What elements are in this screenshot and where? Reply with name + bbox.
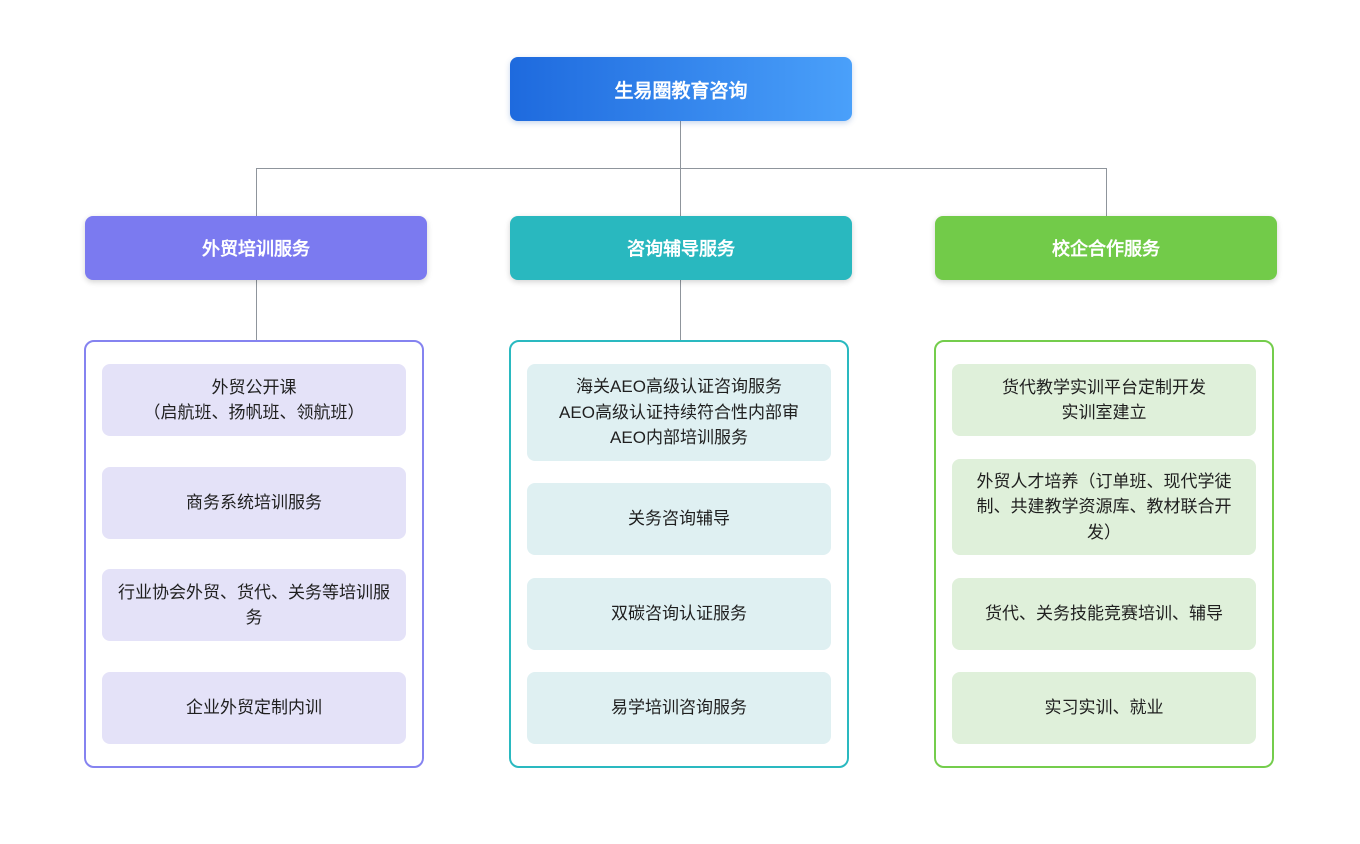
leaf-node-label: 货代、关务技能竞赛培训、辅导: [985, 603, 1223, 623]
branch-container-waimao-peixun: 外贸公开课 （启航班、扬帆班、领航班） 商务系统培训服务 行业协会外贸、货代、关…: [84, 340, 424, 768]
branch-container-zixun-fudao: 海关AEO高级认证咨询服务 AEO高级认证持续符合性内部审 AEO内部培训服务 …: [509, 340, 849, 768]
leaf-node: 外贸人才培养（订单班、现代学徒制、共建教学资源库、教材联合开发）: [952, 458, 1256, 555]
leaf-node: 关务咨询辅导: [527, 483, 831, 555]
leaf-node: 双碳咨询认证服务: [527, 577, 831, 650]
connector-branch-2-stub: [1106, 168, 1107, 216]
leaf-node: 实习实训、就业: [952, 672, 1256, 744]
branch-header-waimao-peixun: 外贸培训服务: [85, 216, 427, 280]
leaf-node-label: 行业协会外贸、货代、关务等培训服务: [118, 582, 390, 628]
leaf-node-label: 外贸公开课 （启航班、扬帆班、领航班）: [143, 377, 365, 423]
branch-header-zixun-fudao: 咨询辅导服务: [510, 216, 852, 280]
leaf-node-label: 货代教学实训平台定制开发 实训室建立: [1002, 377, 1206, 423]
root-node: 生易圈教育咨询: [510, 57, 852, 121]
connector-header-1-container: [680, 280, 681, 340]
connector-root-down: [680, 121, 681, 168]
leaf-node: 货代教学实训平台定制开发 实训室建立: [952, 364, 1256, 436]
connector-header-0-container: [256, 280, 257, 340]
leaf-node: 商务系统培训服务: [102, 466, 406, 539]
branch-header-label: 外贸培训服务: [202, 239, 310, 259]
branch-header-label: 咨询辅导服务: [627, 239, 735, 259]
branch-header-xiaoqi-hezuo: 校企合作服务: [935, 216, 1277, 280]
connector-branch-1-stub: [680, 168, 681, 216]
branch-container-xiaoqi-hezuo: 货代教学实训平台定制开发 实训室建立 外贸人才培养（订单班、现代学徒制、共建教学…: [934, 340, 1274, 768]
leaf-node-label: 易学培训咨询服务: [611, 698, 747, 718]
leaf-node: 企业外贸定制内训: [102, 671, 406, 744]
leaf-node: 易学培训咨询服务: [527, 672, 831, 744]
leaf-node-label: 关务咨询辅导: [628, 509, 730, 529]
leaf-node: 海关AEO高级认证咨询服务 AEO高级认证持续符合性内部审 AEO内部培训服务: [527, 364, 831, 461]
leaf-node-label: 实习实训、就业: [1044, 698, 1164, 718]
branch-header-label: 校企合作服务: [1052, 239, 1160, 259]
connector-horizontal: [256, 168, 1107, 169]
leaf-node: 货代、关务技能竞赛培训、辅导: [952, 577, 1256, 650]
connector-branch-0-stub: [256, 168, 257, 216]
leaf-node-label: 海关AEO高级认证咨询服务 AEO高级认证持续符合性内部审 AEO内部培训服务: [559, 377, 799, 447]
root-node-label: 生易圈教育咨询: [614, 80, 748, 102]
leaf-node: 行业协会外贸、货代、关务等培训服务: [102, 569, 406, 642]
leaf-node-label: 商务系统培训服务: [186, 492, 322, 512]
leaf-node: 外贸公开课 （启航班、扬帆班、领航班）: [102, 364, 406, 436]
leaf-node-label: 外贸人才培养（订单班、现代学徒制、共建教学资源库、教材联合开发）: [976, 471, 1232, 542]
leaf-node-label: 双碳咨询认证服务: [611, 603, 747, 623]
leaf-node-label: 企业外贸定制内训: [186, 698, 322, 718]
